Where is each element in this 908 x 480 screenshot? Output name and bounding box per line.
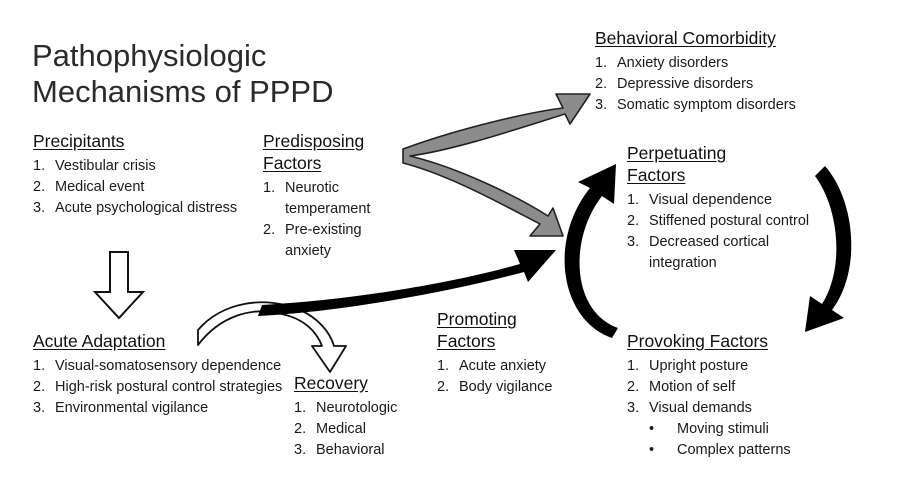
list-item: Visual-somatosensory dependence xyxy=(33,356,282,377)
adaptation-to-perpetuating-arrow xyxy=(258,250,556,316)
behavioral-comorbidity-section: Behavioral Comorbidity Anxiety disorders… xyxy=(595,27,885,116)
list-item: Behavioral xyxy=(294,440,385,461)
perpetuating-list: Visual dependence Stiffened postural con… xyxy=(627,190,812,274)
predisposing-heading-line-1: Predisposing xyxy=(263,131,365,151)
predisposing-fork-arrow xyxy=(402,93,591,237)
sub-list-item: Complex patterns xyxy=(627,440,847,461)
behavioral-comorbidity-heading: Behavioral Comorbidity xyxy=(595,28,776,48)
list-item: Medical event xyxy=(33,177,145,198)
list-item: Somatic symptom disorders xyxy=(595,95,796,116)
list-item: Neurotic temperament xyxy=(263,178,371,217)
perpetuating-heading-line-1: Perpetuating xyxy=(627,143,727,163)
title-line-1: Pathophysiologic xyxy=(32,38,267,73)
list-item: Visual demands xyxy=(627,398,752,419)
acute-adaptation-heading: Acute Adaptation xyxy=(33,331,166,351)
list-item: Decreased cortical integration xyxy=(627,232,770,271)
provoking-heading: Provoking Factors xyxy=(627,331,769,351)
diagram-title: Pathophysiologic Mechanisms of PPPD xyxy=(32,38,334,110)
precipitants-list: Vestibular crisis Medical event Acute ps… xyxy=(33,156,243,219)
sub-list-item: Moving stimuli xyxy=(627,419,847,440)
list-item: Upright posture xyxy=(627,356,749,377)
list-item: Visual dependence xyxy=(627,190,773,211)
list-item: Acute psychological distress xyxy=(33,198,238,219)
adaptation-to-recovery-arrow xyxy=(197,301,347,373)
promoting-list: Acute anxiety Body vigilance xyxy=(437,356,597,398)
list-item: Vestibular crisis xyxy=(33,156,156,177)
list-item: Environmental vigilance xyxy=(33,398,209,419)
provoking-to-perpetuating-arrow xyxy=(564,164,618,338)
list-item: Anxiety disorders xyxy=(595,53,729,74)
list-item: High-risk postural control strategies xyxy=(33,377,283,398)
list-item: Pre-existing anxiety xyxy=(263,220,362,259)
perpetuating-to-provoking-arrow xyxy=(805,166,852,332)
list-item: Acute anxiety xyxy=(437,356,547,377)
acute-adaptation-section: Acute Adaptation Visual-somatosensory de… xyxy=(33,330,293,419)
list-item: Medical xyxy=(294,419,366,440)
recovery-section: Recovery Neurotologic Medical Behavioral xyxy=(294,372,444,461)
predisposing-section: Predisposing Factors Neurotic temperamen… xyxy=(263,130,403,262)
list-item: Body vigilance xyxy=(437,377,553,398)
perpetuating-section: Perpetuating Factors Visual dependence S… xyxy=(627,142,812,274)
title-line-2: Mechanisms of PPPD xyxy=(32,74,334,109)
provoking-section: Provoking Factors Upright posture Motion… xyxy=(627,330,847,461)
provoking-list: Upright posture Motion of self Visual de… xyxy=(627,356,847,419)
precipitants-heading: Precipitants xyxy=(33,131,125,151)
predisposing-list: Neurotic temperament Pre-existing anxiet… xyxy=(263,178,403,262)
list-item: Stiffened postural control xyxy=(627,211,810,232)
precipitants-section: Precipitants Vestibular crisis Medical e… xyxy=(33,130,243,219)
list-item: Motion of self xyxy=(627,377,736,398)
behavioral-comorbidity-list: Anxiety disorders Depressive disorders S… xyxy=(595,53,885,116)
provoking-sub-list: Moving stimuli Complex patterns xyxy=(627,419,847,461)
recovery-heading: Recovery xyxy=(294,373,368,393)
list-item: Depressive disorders xyxy=(595,74,754,95)
list-item: Neurotologic xyxy=(294,398,398,419)
promoting-section: Promoting Factors Acute anxiety Body vig… xyxy=(437,308,597,398)
precipitants-to-adaptation-arrow xyxy=(92,251,146,320)
predisposing-heading-line-2: Factors xyxy=(263,153,322,173)
recovery-list: Neurotologic Medical Behavioral xyxy=(294,398,444,461)
acute-adaptation-list: Visual-somatosensory dependence High-ris… xyxy=(33,356,293,419)
promoting-heading-line-2: Factors xyxy=(437,331,496,351)
promoting-heading-line-1: Promoting xyxy=(437,309,517,329)
perpetuating-heading-line-2: Factors xyxy=(627,165,686,185)
